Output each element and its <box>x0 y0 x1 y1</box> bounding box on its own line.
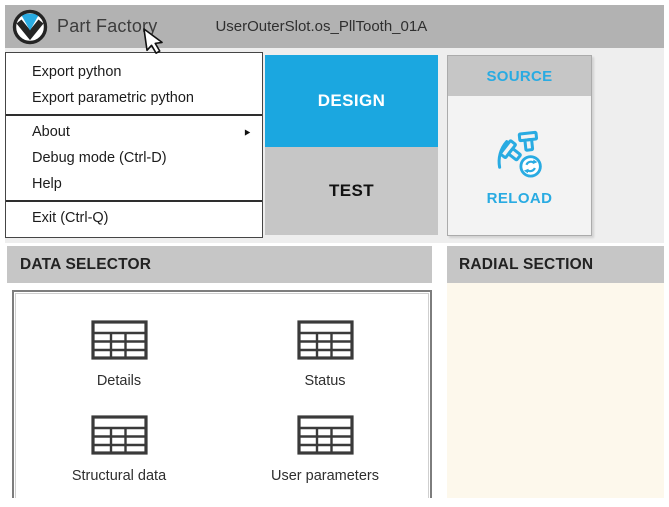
tab-test-label: TEST <box>328 181 375 200</box>
data-selector-header: DATA SELECTOR <box>7 246 432 283</box>
menu-separator <box>6 200 262 202</box>
menu-item-export-parametric-python[interactable]: Export parametric python <box>6 85 262 111</box>
radial-section-title: RADIAL SECTION <box>459 255 594 273</box>
menu-item-label: Export parametric python <box>32 90 194 106</box>
menu-item-label: Help <box>32 176 62 192</box>
menu-item-export-python[interactable]: Export python <box>6 59 262 85</box>
document-name: UserOuterSlot.os_PllTooth_01A <box>215 18 428 35</box>
tab-design[interactable]: DESIGN <box>265 55 438 147</box>
data-selector-item-status[interactable]: Status <box>222 320 428 389</box>
source-panel-header: SOURCE <box>448 56 591 96</box>
menu-item-label: Debug mode (Ctrl-D) <box>32 150 167 166</box>
tab-design-label: DESIGN <box>317 91 386 110</box>
menu-item-about[interactable]: About ► <box>6 119 262 145</box>
data-selector-title: DATA SELECTOR <box>20 255 152 273</box>
submenu-arrow-icon: ► <box>243 126 252 138</box>
title-bar: Part Factory UserOuterSlot.os_PllTooth_0… <box>5 5 664 48</box>
tab-test[interactable]: TEST <box>265 147 438 235</box>
data-selector-item-user-parameters[interactable]: User parameters <box>222 415 428 484</box>
data-selector-item-label: Details <box>96 373 142 389</box>
source-panel-title: SOURCE <box>486 67 553 85</box>
menu-separator <box>6 114 262 116</box>
menu-item-label: Export python <box>32 64 122 80</box>
reload-button-label: RELOAD <box>486 189 553 207</box>
menu-item-help[interactable]: Help <box>6 171 262 197</box>
data-selector-item-details[interactable]: Details <box>16 320 222 389</box>
menu-item-label: About <box>32 124 70 140</box>
data-selector-panel: Details <box>12 290 432 498</box>
app-title: Part Factory <box>57 16 158 36</box>
table-icon <box>90 320 148 360</box>
data-selector-item-label: User parameters <box>271 468 379 484</box>
data-selector-item-label: Status <box>304 373 346 389</box>
data-selector-panel-inner: Details <box>15 293 429 498</box>
part-factory-logo-icon <box>12 9 48 45</box>
table-icon <box>296 415 354 455</box>
radial-section-canvas[interactable] <box>447 283 664 498</box>
app-menu-button[interactable]: Part Factory <box>5 9 157 45</box>
data-selector-grid: Details <box>16 294 428 484</box>
table-icon <box>90 415 148 455</box>
data-selector-item-label: Structural data <box>71 468 167 484</box>
menu-item-debug-mode[interactable]: Debug mode (Ctrl-D) <box>6 145 262 171</box>
radial-section-header: RADIAL SECTION <box>447 246 664 283</box>
app-window: Part Factory UserOuterSlot.os_PllTooth_0… <box>5 5 664 498</box>
table-icon <box>296 320 354 360</box>
menu-item-exit[interactable]: Exit (Ctrl-Q) <box>6 205 262 231</box>
menu-item-label: Exit (Ctrl-Q) <box>32 210 109 226</box>
data-selector-item-structural-data[interactable]: Structural data <box>16 415 222 484</box>
app-dropdown-menu: Export python Export parametric python A… <box>5 52 263 238</box>
source-panel: SOURCE <box>447 55 592 236</box>
reload-button[interactable]: RELOAD <box>448 96 591 235</box>
gear-sector-reload-icon <box>489 125 551 183</box>
